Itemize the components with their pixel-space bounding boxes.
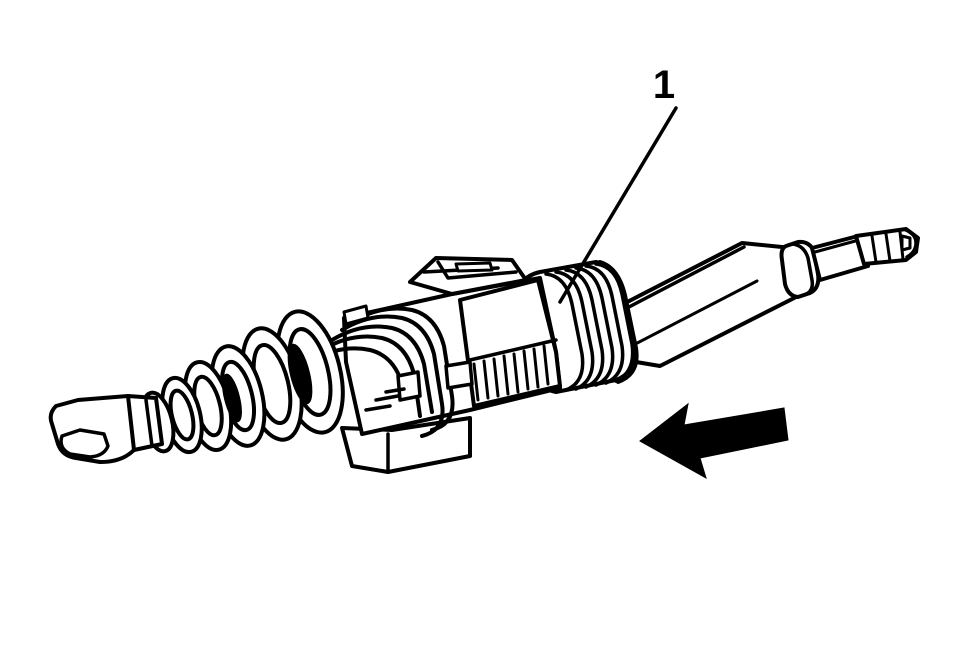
- latch-tab: [408, 256, 528, 296]
- removal-direction-arrow: [639, 402, 789, 480]
- shaft-tip-left: [48, 394, 164, 464]
- callout-1: 1: [558, 63, 678, 304]
- callout-leader-line: [558, 106, 678, 304]
- boot-convolutions: [140, 309, 345, 455]
- callout-label-1: 1: [653, 63, 675, 107]
- connector-body: [310, 256, 562, 474]
